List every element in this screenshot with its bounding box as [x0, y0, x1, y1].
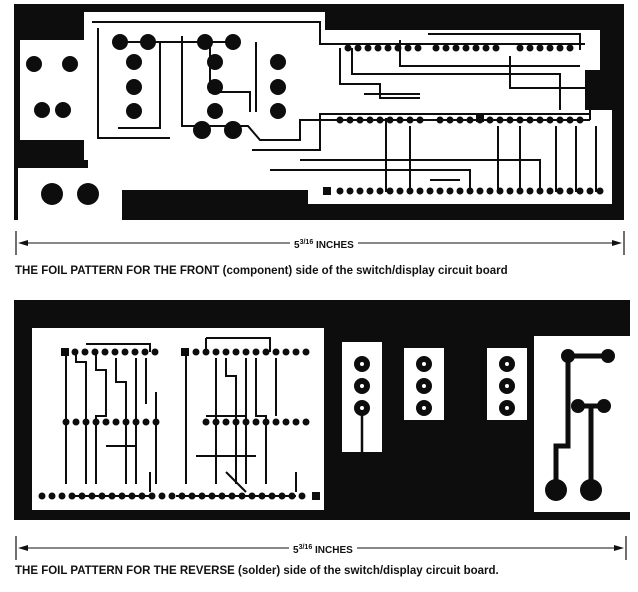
front-foil-pattern: [14, 4, 624, 220]
front-lower-left-pad-block: [18, 168, 122, 220]
reverse-small-pads: [38, 348, 365, 500]
front-dimension-label: 53/16 INCHES: [290, 236, 358, 253]
front-lower-left-pads-holes: [41, 183, 99, 205]
reverse-dimension: 53/16 INCHES: [0, 533, 638, 563]
front-small-pads: [323, 44, 604, 195]
front-large-pads: [26, 34, 286, 139]
reverse-switch-pads: [354, 349, 615, 501]
reverse-switch-pad-holes: [360, 362, 509, 410]
reverse-caption: THE FOIL PATTERN FOR THE REVERSE (solder…: [15, 565, 499, 577]
reverse-foil-pattern: [14, 300, 630, 520]
front-traces: [92, 21, 597, 192]
front-board-outline: [20, 12, 612, 204]
front-dimension: 53/16 INCHES: [0, 228, 638, 258]
front-caption: THE FOIL PATTERN FOR THE FRONT (componen…: [15, 265, 508, 277]
reverse-dimension-label: 53/16 INCHES: [289, 541, 357, 558]
